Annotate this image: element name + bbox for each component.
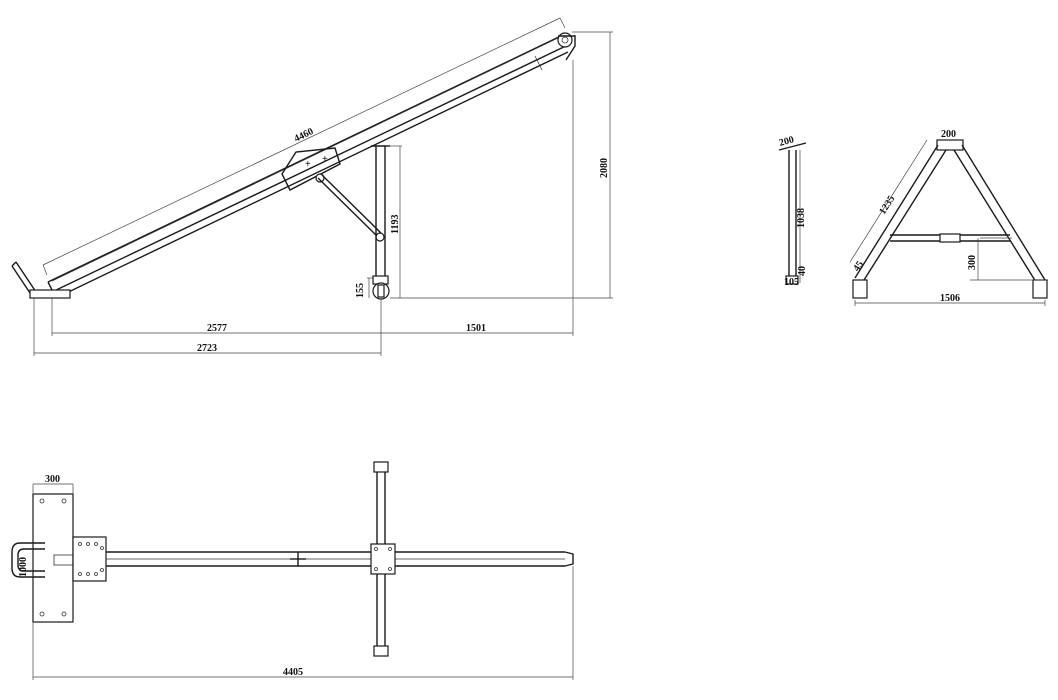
span-2577-label: 2577 bbox=[207, 323, 227, 334]
bracket-pin-icon bbox=[315, 173, 325, 183]
mid-clamp-icon bbox=[290, 552, 306, 566]
beam-length-label: 4460 bbox=[293, 126, 316, 145]
wheel-top-icon bbox=[373, 461, 389, 473]
end-top-200-label: 200 bbox=[778, 134, 795, 149]
front-leg-1235-label: 1235 bbox=[877, 194, 897, 217]
front-crossbar-300-label: 300 bbox=[967, 255, 978, 270]
height-1193-label: 1193 bbox=[390, 215, 401, 234]
span-2723-label: 2723 bbox=[197, 343, 217, 354]
front-top-200-label: 200 bbox=[941, 129, 956, 140]
wheel-bottom-icon bbox=[373, 645, 389, 657]
bracket-bolt-icon-2: + bbox=[322, 154, 328, 165]
connector-bolts-icon bbox=[78, 542, 104, 576]
height-2080-dimension bbox=[390, 31, 613, 299]
end-height-1038-label: 1038 bbox=[796, 208, 807, 228]
top-pulley-icon bbox=[557, 32, 573, 48]
height-1193-dimension bbox=[386, 145, 402, 298]
mid-bracket: + + bbox=[281, 147, 341, 191]
diagonal-strut bbox=[317, 174, 385, 242]
plan-total-4405-label: 4405 bbox=[283, 667, 303, 678]
span-1501-label: 1501 bbox=[466, 323, 486, 334]
front-small-45-label: 45 bbox=[851, 259, 866, 273]
support-leg bbox=[371, 145, 390, 300]
front-base-1506-label: 1506 bbox=[940, 293, 960, 304]
span-dimensions bbox=[33, 60, 574, 356]
height-155-label: 155 bbox=[355, 283, 366, 298]
bracket-bolt-icon: + bbox=[305, 159, 311, 170]
beam-length-dimension bbox=[42, 17, 566, 276]
plan-view bbox=[11, 461, 574, 680]
front-a-frame-view bbox=[849, 139, 1048, 306]
side-elevation-view: 4460 + + bbox=[11, 17, 613, 356]
plan-plate-300-label: 300 bbox=[45, 474, 60, 485]
plan-plate-1000-label: 1000 bbox=[18, 557, 29, 577]
height-2080-label: 2080 bbox=[599, 158, 610, 178]
end-base-105-label: 105 bbox=[784, 277, 799, 288]
inclined-beam bbox=[47, 32, 576, 299]
end-view bbox=[778, 142, 807, 285]
height-155-dimension bbox=[367, 277, 373, 298]
left-foot bbox=[11, 261, 71, 299]
end-base-40-label: 40 bbox=[797, 266, 808, 276]
